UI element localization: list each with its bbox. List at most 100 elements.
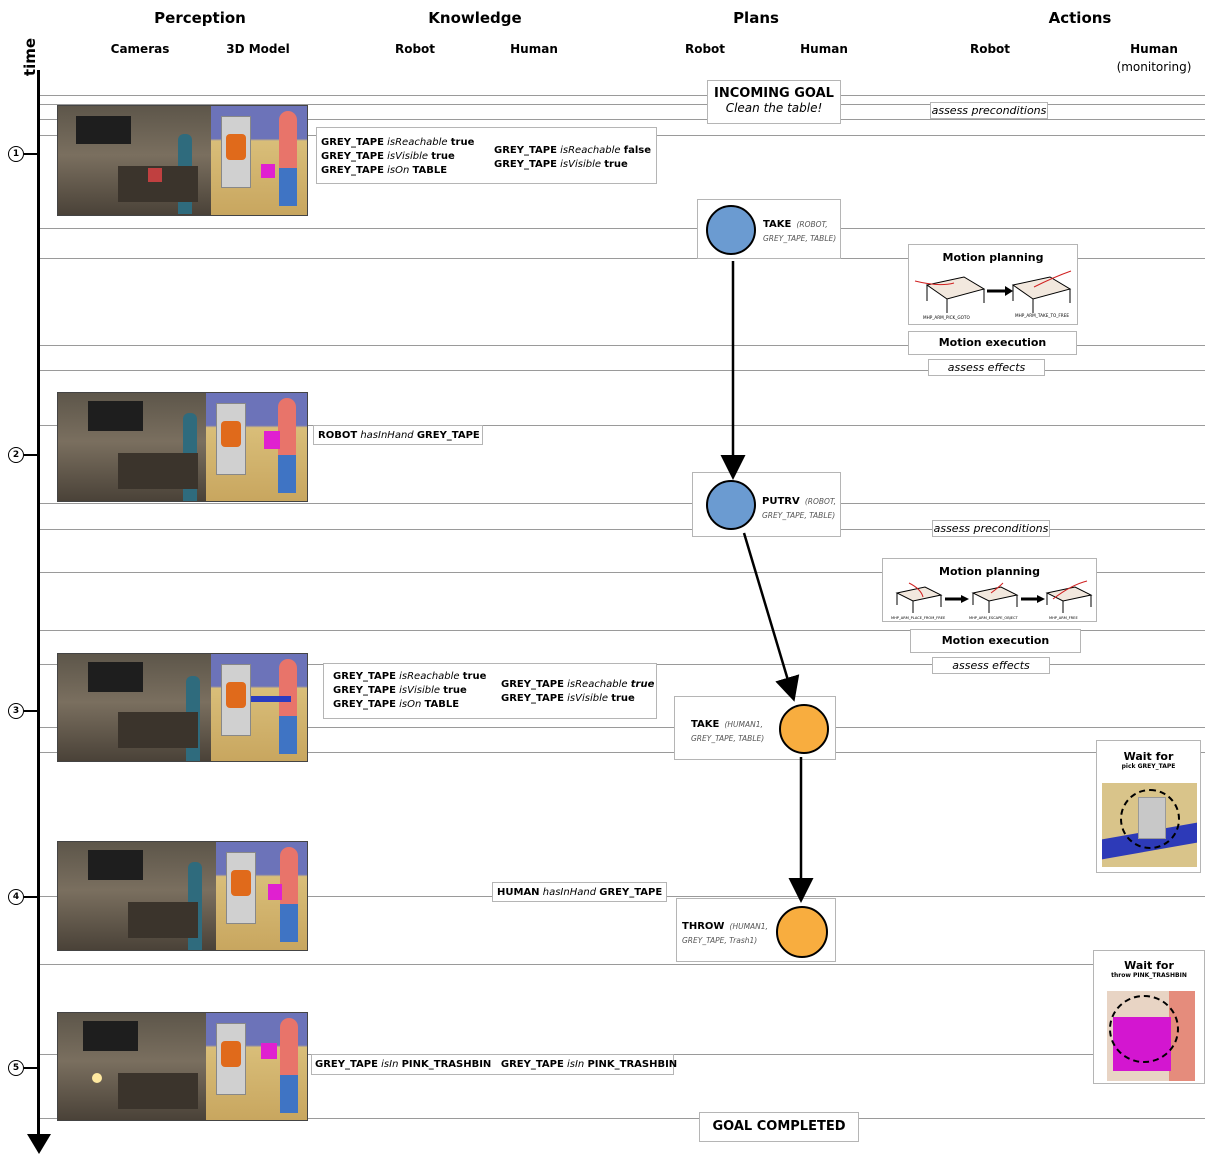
assess-effects-1: assess effects: [928, 359, 1045, 376]
knowledge-box-step-1: GREY_TAPE isReachable true GREY_TAPE isV…: [316, 127, 657, 184]
incoming-goal-box: INCOMING GOAL Clean the table!: [707, 80, 841, 124]
knowledge-box-step-3: GREY_TAPE isReachable true GREY_TAPE isV…: [323, 663, 657, 719]
grid-line: [40, 630, 1205, 631]
motion-planning-box-2: Motion planning MHP_ARM_PLACE_FROM_FREE …: [882, 558, 1097, 622]
snapshot-step-2: [57, 392, 308, 502]
fact: GREY_TAPE isReachable true: [501, 679, 655, 690]
motion-execution-1: Motion execution: [908, 331, 1077, 355]
grid-line: [40, 258, 1205, 259]
human-fact: GREY_TAPE isIn PINK_TRASHBIN: [500, 1059, 678, 1070]
step-marker-1: 1: [8, 146, 24, 162]
camera-image: [58, 106, 213, 215]
fact: GREY_TAPE isOn TABLE: [333, 699, 460, 710]
fact: GREY_TAPE isVisible true: [501, 693, 635, 704]
plan-node-circle: [706, 480, 756, 530]
assess-preconditions-1: assess preconditions: [930, 102, 1048, 119]
plan-node-circle: [706, 205, 756, 255]
step-tick-5: [24, 1067, 38, 1069]
robot-facts: GREY_TAPE isReachable true GREY_TAPE isV…: [333, 670, 486, 712]
svg-text:MHP_ARM_PLACE_FROM_FREE: MHP_ARM_PLACE_FROM_FREE: [891, 616, 946, 620]
motion-planning-title: Motion planning: [942, 251, 1044, 264]
wait-for-box-1: Wait for pick GREY_TAPE: [1096, 740, 1201, 873]
3d-model-image: [216, 842, 307, 950]
incoming-goal-text: Clean the table!: [725, 101, 823, 115]
snapshot-step-3: [57, 653, 308, 762]
subheader-knowledge-human: Human: [510, 42, 558, 56]
motion-planning-sketch: MHP_ARM_PLACE_FROM_FREE MHP_ARM_ESCAPE_O…: [891, 580, 1093, 620]
fact: GREY_TAPE isVisible true: [321, 151, 455, 162]
step-tick-2: [24, 454, 38, 456]
motion-planning-box-1: Motion planning MHP_ARM_PICK_GOTO MHP_AR…: [908, 244, 1078, 325]
3d-model-image: [206, 1013, 307, 1120]
grid-line: [40, 964, 1205, 965]
fact: GREY_TAPE isVisible true: [333, 685, 467, 696]
step-tick-3: [24, 710, 38, 712]
subheader-cameras: Cameras: [110, 42, 170, 56]
3d-model-image: [211, 106, 307, 215]
step-marker-5: 5: [8, 1060, 24, 1076]
plan-action-label: TAKE (ROBOT, GREY_TAPE, TABLE): [763, 219, 837, 243]
fact: GREY_TAPE isReachable true: [321, 137, 475, 148]
3d-model-image: [206, 393, 307, 501]
knowledge-box-step-5: GREY_TAPE isIn PINK_TRASHBIN GREY_TAPE i…: [311, 1054, 678, 1075]
wait-for-title: Wait for: [1124, 959, 1174, 972]
svg-text:MHP_ARM_ESCAPE_OBJECT: MHP_ARM_ESCAPE_OBJECT: [969, 616, 1019, 620]
goal-completed-box: GOAL COMPLETED: [699, 1112, 859, 1142]
subheader-plans-robot: Robot: [684, 42, 726, 56]
header-knowledge: Knowledge: [428, 9, 522, 27]
assess-effects-2: assess effects: [932, 657, 1050, 674]
motion-planning-sketch: MHP_ARM_PICK_GOTO MHP_ARM_TAKE_TO_FREE: [914, 270, 1072, 320]
grid-line: [40, 572, 1205, 573]
step-marker-3: 3: [8, 703, 24, 719]
plan-box-take-human: TAKE (HUMAN1, GREY_TAPE, TABLE): [674, 696, 836, 760]
grid-line: [40, 425, 1205, 426]
plan-action-label: PUTRV (ROBOT, GREY_TAPE, TABLE): [762, 496, 836, 520]
grid-line: [40, 370, 1205, 371]
wait-for-detail: throw PINK_TRASHBIN: [1111, 972, 1187, 979]
header-plans: Plans: [733, 9, 779, 27]
wait-for-title: Wait for: [1123, 750, 1174, 763]
wait-for-box-2: Wait for throw PINK_TRASHBIN: [1093, 950, 1205, 1084]
plan-box-putrv-robot: PUTRV (ROBOT, GREY_TAPE, TABLE): [692, 472, 841, 537]
subheader-monitoring: (monitoring): [1116, 60, 1192, 74]
motion-execution-2: Motion execution: [910, 629, 1081, 653]
plan-node-circle: [779, 704, 829, 754]
header-actions: Actions: [1048, 9, 1112, 27]
step-tick-4: [24, 896, 38, 898]
camera-image: [58, 1013, 208, 1120]
motion-planning-title: Motion planning: [939, 565, 1040, 578]
plan-box-throw-human: THROW (HUMAN1, GREY_TAPE, Trash1): [676, 898, 836, 962]
camera-image: [58, 842, 218, 950]
fact: GREY_TAPE isOn TABLE: [321, 165, 448, 176]
grid-line: [40, 228, 1205, 229]
3d-model-image: [211, 654, 307, 761]
time-axis: [37, 70, 40, 1140]
camera-image: [58, 393, 208, 501]
grid-line: [40, 1118, 1205, 1119]
human-facts: GREY_TAPE isReachable false GREY_TAPE is…: [494, 144, 651, 172]
subheader-plans-human: Human: [800, 42, 848, 56]
svg-text:MHP_ARM_FREE: MHP_ARM_FREE: [1049, 616, 1078, 620]
svg-text:MHP_ARM_TAKE_TO_FREE: MHP_ARM_TAKE_TO_FREE: [1015, 313, 1069, 318]
camera-image: [58, 654, 213, 761]
fact: GREY_TAPE isVisible true: [494, 159, 628, 170]
robot-facts: GREY_TAPE isReachable true GREY_TAPE isV…: [321, 136, 474, 178]
fact: GREY_TAPE isReachable true: [333, 671, 487, 682]
subheader-knowledge-robot: Robot: [394, 42, 436, 56]
plan-action-label: THROW (HUMAN1, GREY_TAPE, Trash1): [682, 921, 768, 945]
grid-line: [40, 503, 1205, 504]
arrow-putrv-to-take-human: [742, 532, 800, 702]
grid-line: [40, 104, 1205, 105]
step-marker-2: 2: [8, 447, 24, 463]
subheader-3d-model: 3D Model: [226, 42, 290, 56]
step-tick-1: [24, 153, 38, 155]
plan-action-label: TAKE (HUMAN1, GREY_TAPE, TABLE): [691, 719, 765, 743]
snapshot-step-1: [57, 105, 308, 216]
snapshot-step-5: [57, 1012, 308, 1121]
monitoring-image: [1107, 991, 1195, 1081]
subheader-actions-robot: Robot: [969, 42, 1011, 56]
grid-line: [40, 95, 1205, 96]
header-perception: Perception: [154, 9, 246, 27]
step-marker-4: 4: [8, 889, 24, 905]
